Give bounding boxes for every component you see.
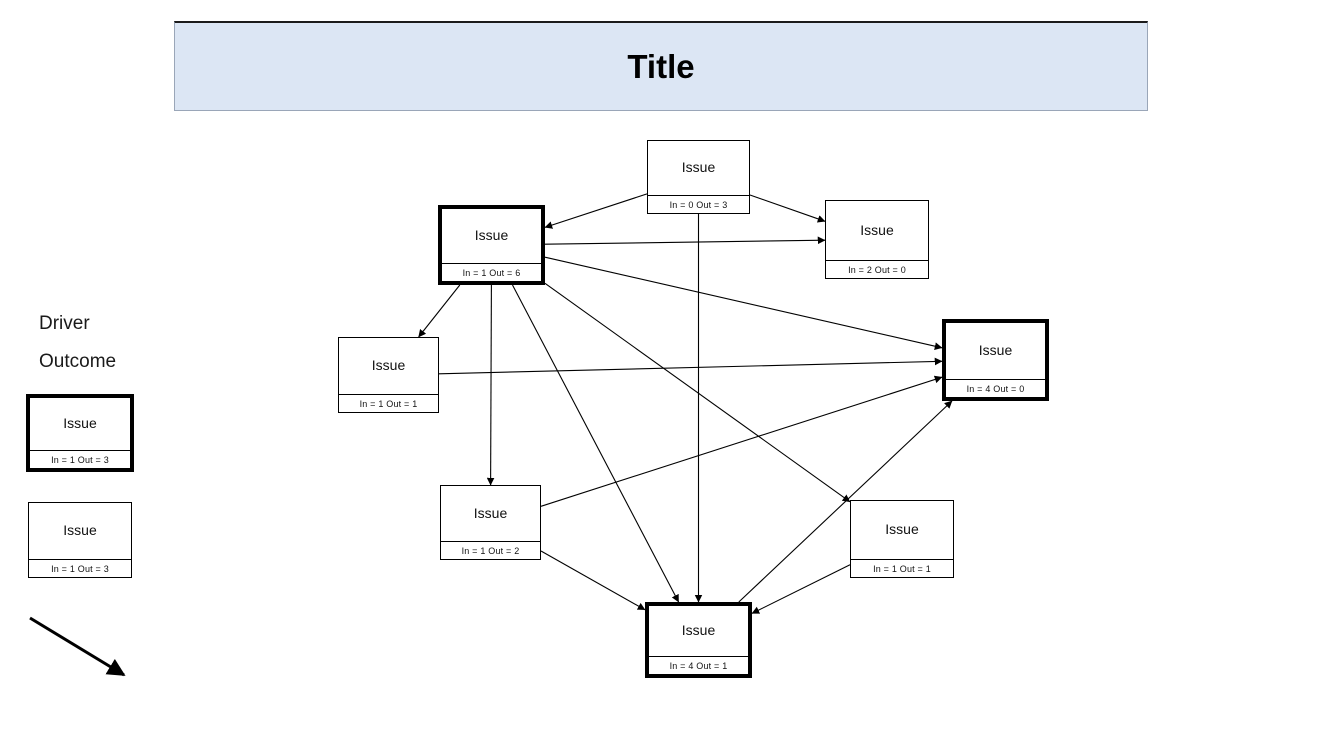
legend-driver-label: Driver [39,313,90,334]
issue-node[interactable]: Issue In = 2 Out = 0 [825,200,929,279]
edge-arrow [751,564,851,614]
issue-node-label: Issue [681,159,716,175]
legend-outcome-node-stats: In = 1 Out = 3 [29,559,131,577]
page-title: Title [627,47,695,85]
issue-node-stats: In = 2 Out = 0 [826,260,928,278]
edge-arrow [540,375,943,507]
issue-node-stats: In = 1 Out = 1 [851,559,953,577]
issue-node[interactable]: Issue In = 1 Out = 2 [440,485,541,560]
legend-driver-node-label: Issue [63,415,97,431]
issue-node[interactable]: Issue In = 4 Out = 1 [645,602,752,678]
issue-node-label: Issue [885,521,919,537]
legend: Driver Outcome [26,305,186,381]
issue-node[interactable]: Issue In = 1 Out = 6 [438,205,545,285]
edge-arrow [544,236,826,245]
issue-node-label: Issue [978,342,1013,358]
issue-node[interactable]: Issue In = 0 Out = 3 [647,140,750,214]
legend-arrow [29,616,126,677]
edge-arrow [540,550,646,611]
issue-node[interactable]: Issue In = 4 Out = 0 [942,319,1049,401]
issue-node-stats: In = 0 Out = 3 [648,195,749,213]
issue-node-label: Issue [474,227,509,243]
issue-node-label: Issue [860,221,894,238]
title-banner: Title [174,21,1148,111]
issue-node[interactable]: Issue In = 1 Out = 1 [850,500,954,578]
issue-node-stats: In = 1 Out = 2 [441,541,540,559]
edge-arrow [438,357,943,375]
edge-arrow [544,193,648,229]
edge-arrow [486,284,495,486]
legend-outcome-node-label: Issue [63,522,97,538]
edge-arrow [418,284,461,338]
issue-node-label: Issue [681,622,716,638]
edge-arrow [749,194,826,223]
issue-node-stats: In = 1 Out = 1 [339,394,438,412]
legend-driver-node: Issue In = 1 Out = 3 [26,394,134,472]
legend-arrow-line [29,616,126,677]
issue-node-stats: In = 4 Out = 0 [946,379,1045,397]
legend-outcome-node: Issue In = 1 Out = 3 [28,502,132,578]
issue-node-label: Issue [473,504,508,521]
issue-node-stats: In = 4 Out = 1 [649,656,748,674]
issue-node-label: Issue [371,357,406,373]
legend-driver-node-stats: In = 1 Out = 3 [30,450,130,468]
issue-node-stats: In = 1 Out = 6 [442,263,541,281]
edge-arrow [544,282,851,503]
legend-outcome-label: Outcome [39,351,117,372]
issue-node[interactable]: Issue In = 1 Out = 1 [338,337,439,413]
